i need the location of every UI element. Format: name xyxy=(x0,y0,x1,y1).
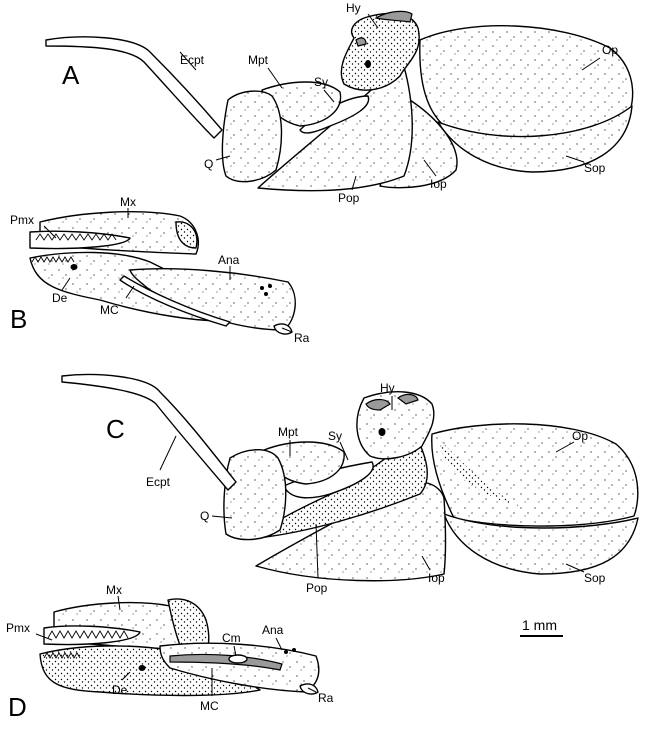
d-label-mc: MC xyxy=(200,699,219,713)
panel-a xyxy=(45,10,634,192)
c-subopercle xyxy=(443,513,639,575)
c-label-pop: Pop xyxy=(306,581,328,595)
d-meckels xyxy=(169,653,283,671)
a-label-q: Q xyxy=(204,157,213,171)
d-label-mx: Mx xyxy=(106,583,122,597)
c-opercle xyxy=(431,423,639,527)
c-hyomandibula-cartilage xyxy=(365,398,391,411)
c-interopercle xyxy=(255,481,447,582)
a-ectopterygoid xyxy=(45,36,223,139)
panel-letter-d: D xyxy=(8,692,27,722)
d-label-ana: Ana xyxy=(262,623,284,637)
c-label-hy: Hy xyxy=(380,381,395,395)
b-label-mc: MC xyxy=(100,303,119,317)
b-premaxilla-teeth xyxy=(35,233,117,241)
b-angular-foramen-3 xyxy=(264,292,268,296)
b-label-pmx: Pmx xyxy=(10,213,34,227)
c-label-sy: Sy xyxy=(328,429,342,443)
a-subopercle xyxy=(437,105,633,173)
d-angular-foramen-2 xyxy=(292,648,296,652)
a-quadrate xyxy=(221,90,283,183)
c-label-q: Q xyxy=(200,509,209,523)
b-dentary-foramen xyxy=(70,264,78,270)
a-label-sop: Sop xyxy=(584,161,606,175)
a-hyomandibula-foramen xyxy=(365,60,371,68)
a-hyomandibula-cartilage-2 xyxy=(355,37,367,47)
b-maxilla-cartilage xyxy=(175,221,198,249)
leader-lines xyxy=(35,13,601,696)
labels: A B C D Hy Ecpt Mpt Sy Op Q Iop Sop Pop … xyxy=(6,1,618,722)
c-label-ecpt: Ecpt xyxy=(146,475,171,489)
d-premaxilla-teeth xyxy=(47,630,129,639)
b-dentary-teeth xyxy=(31,256,75,263)
panel-d xyxy=(39,598,320,697)
panel-c xyxy=(61,373,639,582)
panel-letter-b: B xyxy=(10,304,27,334)
a-label-ecpt: Ecpt xyxy=(180,53,205,67)
c-label-iop: Iop xyxy=(428,571,445,585)
b-retroarticular xyxy=(273,323,293,335)
b-label-ana: Ana xyxy=(218,253,240,267)
d-dentary-foramen xyxy=(138,665,146,671)
scale-bar: 1 mm xyxy=(520,617,563,637)
scale-bar-label: 1 mm xyxy=(522,617,557,633)
a-hyomandibula-cartilage xyxy=(374,10,413,23)
a-label-sy: Sy xyxy=(314,75,328,89)
a-label-hy: Hy xyxy=(346,1,361,15)
b-label-mx: Mx xyxy=(120,195,136,209)
a-opercle xyxy=(419,25,634,139)
a-label-pop: Pop xyxy=(338,191,360,205)
panel-letter-c: C xyxy=(106,414,125,444)
c-label-mpt: Mpt xyxy=(278,425,299,439)
b-angular-foramen xyxy=(260,286,264,290)
d-angular-foramen xyxy=(284,650,288,654)
d-dentary xyxy=(39,645,261,697)
c-label-op: Op xyxy=(572,429,588,443)
b-label-de: De xyxy=(52,291,68,305)
c-label-sop: Sop xyxy=(584,571,606,585)
d-label-ra: Ra xyxy=(318,691,334,705)
b-meckels xyxy=(119,275,231,327)
panel-letter-a: A xyxy=(62,60,80,90)
b-label-ra: Ra xyxy=(294,331,310,345)
panel-b xyxy=(29,211,296,335)
d-dentary-teeth xyxy=(43,652,81,659)
a-label-mpt: Mpt xyxy=(248,53,269,67)
d-label-pmx: Pmx xyxy=(6,621,30,635)
a-label-iop: Iop xyxy=(430,177,447,191)
d-label-de: De xyxy=(112,683,128,697)
a-label-op: Op xyxy=(602,43,618,57)
b-angular-foramen-2 xyxy=(268,284,272,288)
d-coronomeckelian xyxy=(228,654,248,664)
c-quadrate xyxy=(223,449,287,541)
c-hyomandibula-cartilage-2 xyxy=(396,393,419,405)
d-label-cm: Cm xyxy=(222,631,241,645)
a-hyomandibula xyxy=(340,12,420,91)
c-hyomandibula-foramen xyxy=(378,428,386,436)
c-ectopterygoid xyxy=(61,373,237,491)
